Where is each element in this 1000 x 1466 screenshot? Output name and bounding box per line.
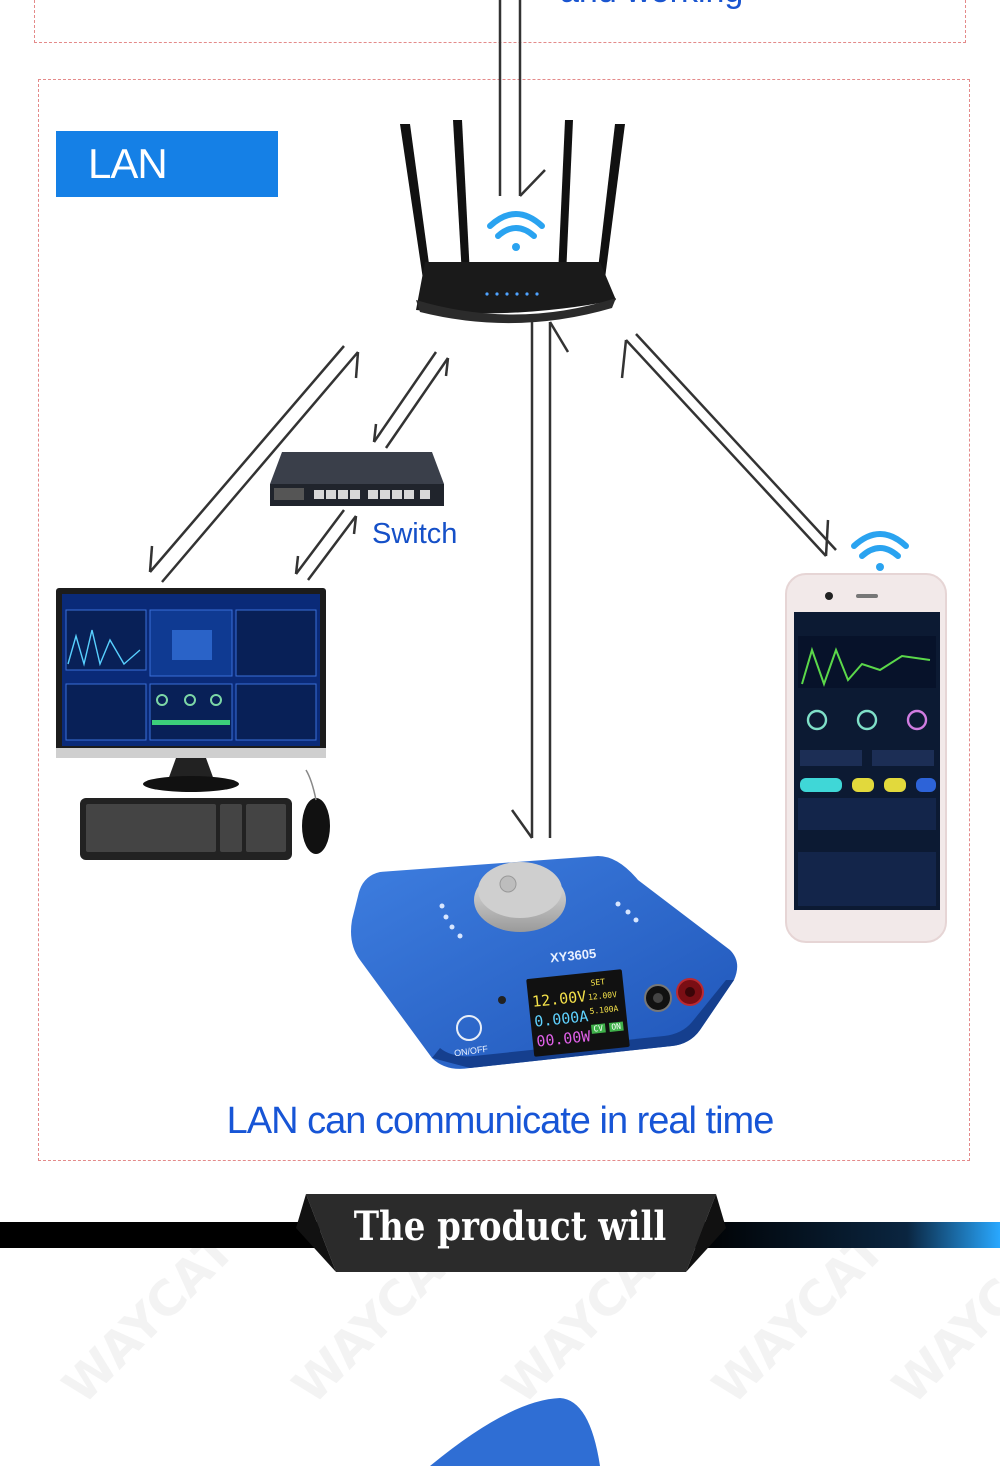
on-badge: ON [608,1021,624,1032]
desktop-computer-icon [56,588,330,860]
network-switch-icon [270,452,444,506]
power-supply-device-icon [351,856,738,1069]
device-screen: 12.00V 0.000A 00.00W SET 12.00V 5.100A C… [528,975,631,1057]
set-current: 5.100A [589,1003,619,1016]
lan-section-frame [38,79,970,1161]
cv-badge: CV [590,1023,606,1034]
section-banner [0,1194,1000,1272]
router-phone-arrow [620,333,837,557]
phone-wifi-icon [851,531,909,571]
product-preview-icon [430,1398,600,1466]
lan-section-label: LAN [56,131,278,197]
router-computer-arrow [148,345,360,583]
uplink-arrow [498,0,546,197]
set-label: SET [590,977,606,988]
set-voltage: 12.00V [587,990,618,1003]
power-readout: 00.00W [535,1027,592,1051]
upper-section-caption: and working [560,0,743,11]
lan-caption: LAN can communicate in real time [226,1100,775,1142]
wifi-icon [487,211,545,251]
switch-label: Switch [372,518,458,550]
switch-computer-arrow [294,509,358,581]
banner-title: The product will [353,1203,667,1250]
smartphone-icon [785,573,947,943]
router-switch-arrow [372,351,450,449]
router-icon [400,120,625,324]
router-device-arrow [510,321,570,839]
